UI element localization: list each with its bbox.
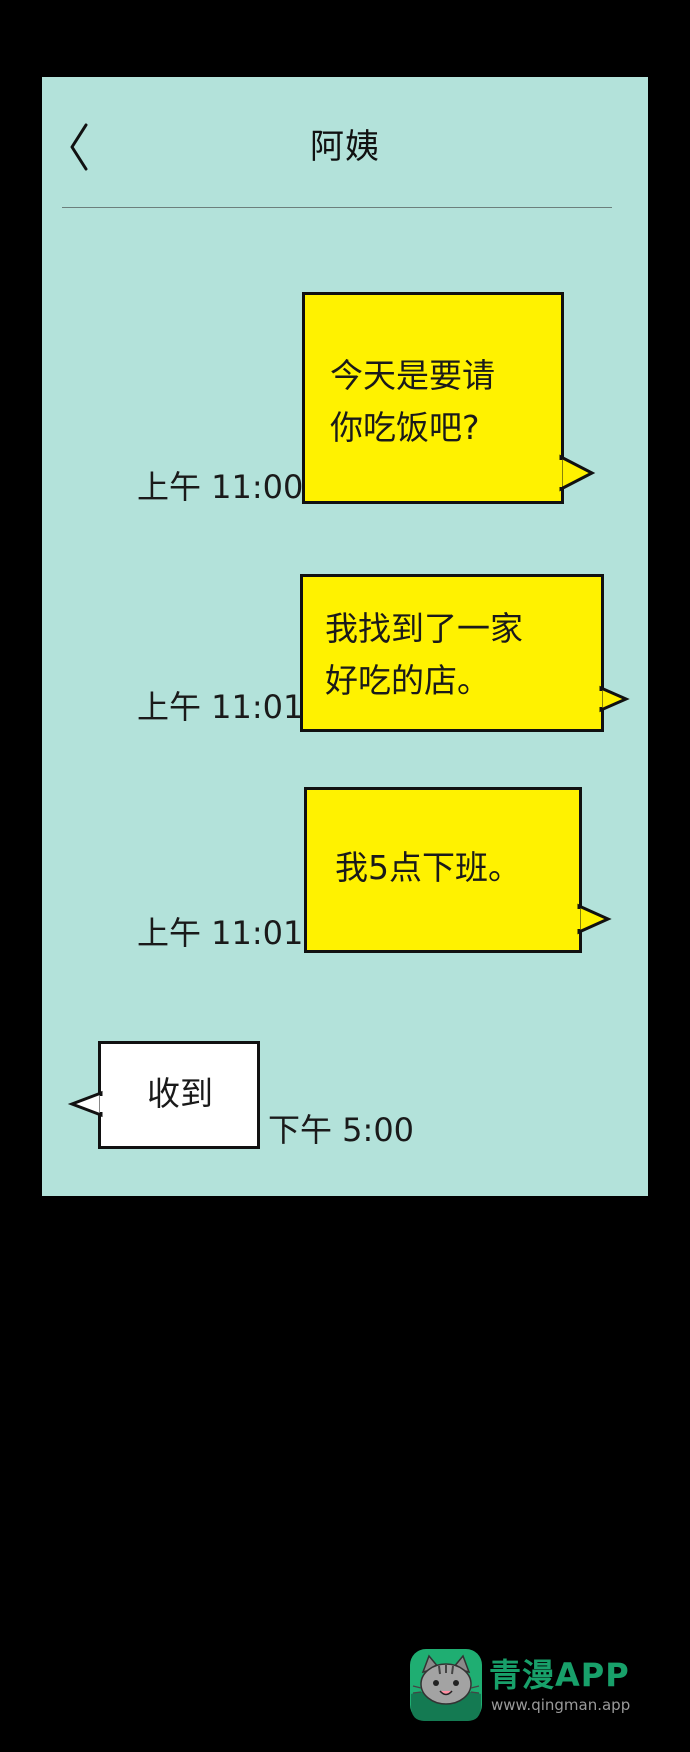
message-line: 收到 bbox=[147, 1074, 213, 1113]
bubble-tail bbox=[575, 903, 612, 935]
bubble-tail bbox=[557, 454, 596, 492]
message-bubble-outgoing[interactable]: 我5点下班。 bbox=[304, 787, 582, 953]
bubble-tail bbox=[67, 1090, 106, 1118]
message-bubble-outgoing[interactable]: 我找到了一家 好吃的店。 bbox=[300, 574, 604, 732]
message-bubble-incoming[interactable]: 收到 bbox=[98, 1041, 260, 1149]
message-timestamp: 上午 11:01 bbox=[137, 688, 304, 726]
watermark-url: www.qingman.app bbox=[491, 1696, 631, 1714]
message-timestamp: 上午 11:00 bbox=[137, 468, 304, 506]
chat-title: 阿姨 bbox=[310, 127, 380, 167]
message-line: 今天是要请 bbox=[330, 356, 495, 395]
watermark: 青漫APP www.qingman.app bbox=[409, 1648, 669, 1722]
message-timestamp: 下午 5:00 bbox=[268, 1111, 415, 1149]
chevron-left-icon[interactable] bbox=[64, 117, 94, 177]
bubble-tail bbox=[597, 685, 630, 713]
message-bubble-outgoing[interactable]: 今天是要请 你吃饭吧? bbox=[302, 292, 564, 504]
message-line: 我5点下班。 bbox=[335, 848, 521, 887]
message-line: 你吃饭吧? bbox=[330, 408, 480, 447]
watermark-name: 青漫APP bbox=[489, 1656, 630, 1694]
header-divider bbox=[62, 207, 612, 208]
message-timestamp: 上午 11:01 bbox=[137, 914, 304, 952]
cat-logo-icon bbox=[410, 1649, 482, 1721]
chat-screen: 阿姨 今天是要请 你吃饭吧? 上午 11:00 我找到了一家 好吃的店。 上午 … bbox=[42, 77, 648, 1196]
message-line: 好吃的店。 bbox=[325, 661, 490, 700]
message-line: 我找到了一家 bbox=[325, 609, 523, 648]
